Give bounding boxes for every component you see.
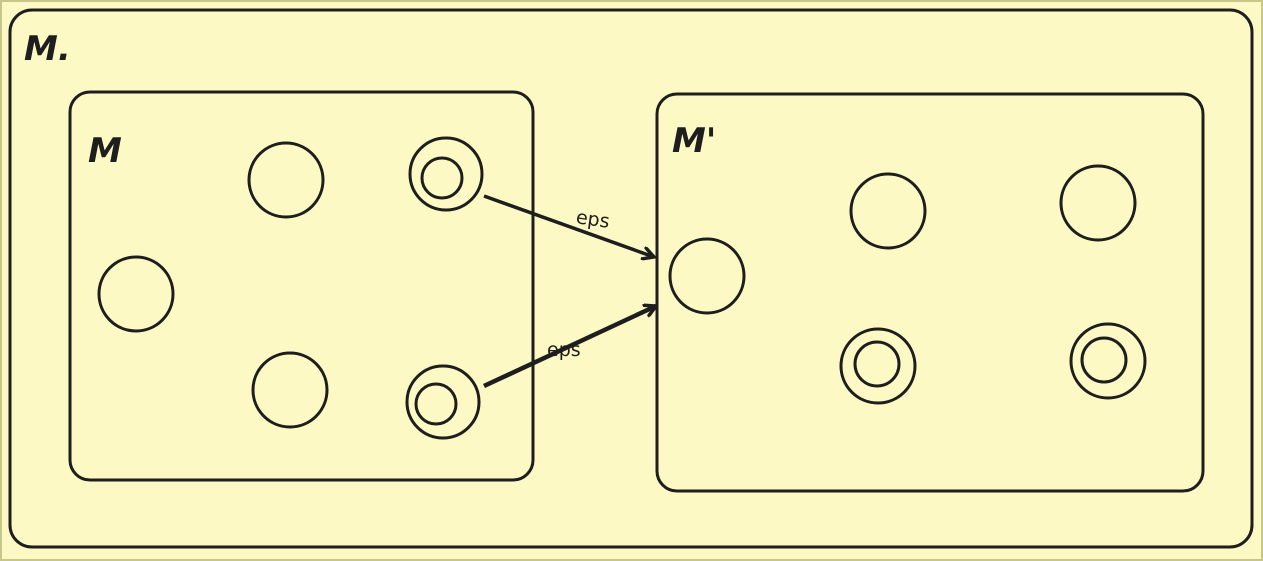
- accepting-state-circle[interactable]: [408, 136, 484, 212]
- accepting-state-circle[interactable]: [405, 364, 481, 440]
- state-circle[interactable]: [849, 172, 927, 250]
- state-circle[interactable]: [251, 351, 329, 429]
- state-circle[interactable]: [247, 141, 325, 219]
- right-box-label: M': [672, 121, 716, 161]
- accepting-state-circle[interactable]: [839, 327, 917, 405]
- state-circle[interactable]: [97, 255, 175, 333]
- right-box-m-prime[interactable]: [655, 92, 1205, 493]
- accepting-state-circle[interactable]: [1069, 322, 1147, 400]
- epsilon-arrow[interactable]: [483, 306, 656, 389]
- arrow-label: eps: [547, 339, 581, 361]
- arrow-label: eps: [575, 206, 611, 232]
- outer-box[interactable]: [8, 8, 1254, 549]
- state-circle[interactable]: [668, 237, 746, 315]
- epsilon-arrow[interactable]: [483, 194, 654, 257]
- left-box-m[interactable]: [68, 90, 535, 482]
- left-box-label: M: [88, 131, 122, 171]
- state-circle[interactable]: [1059, 164, 1137, 242]
- outer-label: M.: [24, 29, 71, 69]
